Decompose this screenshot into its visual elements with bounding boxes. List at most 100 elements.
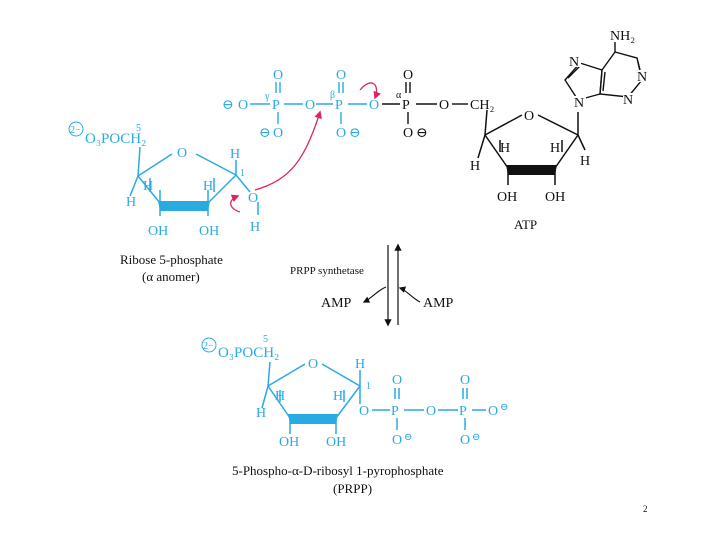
- n3-backdrop: [623, 93, 635, 105]
- ribose-ring-oxygen: O: [177, 146, 187, 161]
- prpp-p1: P: [391, 404, 399, 419]
- prpp-charge: 2−: [203, 341, 214, 352]
- atp-h2: H: [550, 141, 560, 156]
- n7-backdrop: [569, 55, 581, 67]
- prpp-p1-minus: ⊖: [404, 432, 412, 443]
- bridge-o2: O: [369, 98, 379, 113]
- adenine-n7: N: [569, 55, 579, 70]
- atp-bold-bond: [506, 165, 557, 175]
- prpp-p1-o-top: O: [392, 373, 402, 388]
- prpp-o-c1: O: [359, 404, 369, 419]
- prpp-ring: [261, 361, 486, 434]
- prpp-ring-oxygen: O: [308, 357, 318, 372]
- beta-o-bottom: O: [336, 126, 346, 141]
- bridge-o1: O: [305, 98, 315, 113]
- atp-nucleoside: O H H H H OH OH N N N N NH₂ ATP: [470, 29, 649, 232]
- prpp-name-label: 5-Phospho-α-D-ribosyl 1-pyrophosphate: [232, 463, 444, 478]
- prpp-c1-number: 1: [366, 381, 371, 392]
- prpp-charge-circle: [201, 337, 217, 353]
- prpp-bridge-o: O: [426, 404, 436, 419]
- prpp-phosphate-group: O₃POCH₂: [218, 345, 279, 361]
- ribose-ring: [129, 146, 259, 216]
- adenine-nh2: NH₂: [610, 29, 635, 44]
- prpp-bold-bond: [288, 414, 338, 424]
- ribose-oh-left: OH: [148, 224, 168, 239]
- ribose-h-left: H: [126, 195, 136, 210]
- beta-label: β: [330, 90, 335, 101]
- adenine-ring: [564, 42, 643, 101]
- ribose-h-c2: H: [203, 179, 213, 194]
- amp-entry-arrow: [398, 286, 421, 303]
- prpp-c5-number: 5: [263, 334, 268, 345]
- prpp-h-left: H: [256, 406, 266, 421]
- atp-oh-right: OH: [545, 190, 565, 205]
- ribose-anomeric-h: H: [250, 220, 260, 235]
- gamma-o1: O: [238, 98, 248, 113]
- prpp-p2: P: [459, 404, 467, 419]
- alpha-label: α: [396, 90, 402, 101]
- amp-right-label: AMP: [423, 296, 454, 311]
- prpp-p1-o-bottom: O: [392, 433, 402, 448]
- p-gamma: P: [272, 98, 280, 113]
- gamma-o-bottom: O: [273, 126, 283, 141]
- prpp-oh-right: OH: [326, 435, 346, 450]
- gamma-label: γ: [264, 91, 270, 102]
- p-alpha: P: [402, 98, 410, 113]
- ribose-name-label: Ribose 5-phosphate: [120, 252, 223, 267]
- ribose-charge: 2−: [70, 125, 81, 136]
- prpp-abbrev-label: (PRPP): [333, 481, 372, 496]
- proton-arrow: [230, 194, 241, 213]
- ribose-5-phosphate: 2− O₃POCH₂ 5 O H 1 H H H O H OH OH: [68, 121, 260, 284]
- amp-release-arrow: [362, 286, 387, 303]
- phosphate-bonds: [250, 82, 367, 124]
- amp-left-label: AMP: [321, 296, 352, 311]
- p-beta: P: [335, 98, 343, 113]
- alpha-o-ester: O: [439, 98, 449, 113]
- alpha-o-top: O: [403, 68, 413, 83]
- atp-label: ATP: [514, 217, 537, 232]
- bond-cleavage-arrow: [359, 82, 381, 100]
- gamma-o-bottom-minus: ⊖: [259, 126, 271, 141]
- atp-ch2: CH₂: [470, 98, 494, 113]
- enzyme-label: PRPP synthetase: [290, 265, 364, 277]
- alpha-o-bottom: O: [403, 126, 413, 141]
- prpp-p2-minus: ⊖: [472, 432, 480, 443]
- atp-ribose-ring: [477, 109, 586, 185]
- ribose-phosphate-group: O₃POCH₂: [85, 131, 146, 147]
- prpp-p2-o-bottom: O: [460, 433, 470, 448]
- prpp-terminal-minus: ⊖: [500, 402, 508, 413]
- atp-triphosphate: ⊖ O P γ O ⊖ O O P β O O ⊖ O P α O O ⊖ O: [222, 68, 494, 141]
- ribose-anomer-label: (α anomer): [142, 269, 200, 284]
- ribose-c1-number: 1: [240, 168, 245, 179]
- atp-ring-oxygen: O: [524, 109, 534, 124]
- adenine-n9: N: [574, 96, 584, 111]
- reaction-arrows: PRPP synthetase AMP AMP: [290, 243, 454, 327]
- prpp-oh-left: OH: [279, 435, 299, 450]
- prpp-h-top: H: [355, 357, 365, 372]
- ribose-h-top: H: [230, 147, 240, 162]
- charge-circle: [68, 121, 84, 137]
- ribose-anomeric-oxygen: O: [248, 191, 258, 206]
- ribose-bold-bond: [158, 201, 210, 211]
- gamma-o-top: O: [273, 68, 283, 83]
- n9-backdrop: [574, 96, 586, 108]
- alpha-bonds: [382, 82, 468, 124]
- prpp-h-c2: H: [333, 389, 343, 404]
- atp-h4: H: [580, 154, 590, 169]
- beta-o-top: O: [336, 68, 346, 83]
- atp-h3: H: [470, 159, 480, 174]
- adenine-n3: N: [623, 93, 633, 108]
- adenine-n1: N: [637, 70, 647, 85]
- beta-o-minus: ⊖: [349, 126, 361, 141]
- atp-h1: H: [500, 141, 510, 156]
- gamma-o-minus: ⊖: [222, 98, 234, 113]
- prpp-terminal-o: O: [488, 404, 498, 419]
- prpp-molecule: 2− O₃POCH₂ 5: [201, 334, 508, 496]
- n1-backdrop: [637, 70, 649, 82]
- atp-oh-left: OH: [497, 190, 517, 205]
- prpp-p2-o-top: O: [460, 373, 470, 388]
- ribose-c5-number: 5: [136, 123, 141, 134]
- alpha-o-minus: ⊖: [416, 126, 428, 141]
- page-number: 2: [643, 504, 648, 514]
